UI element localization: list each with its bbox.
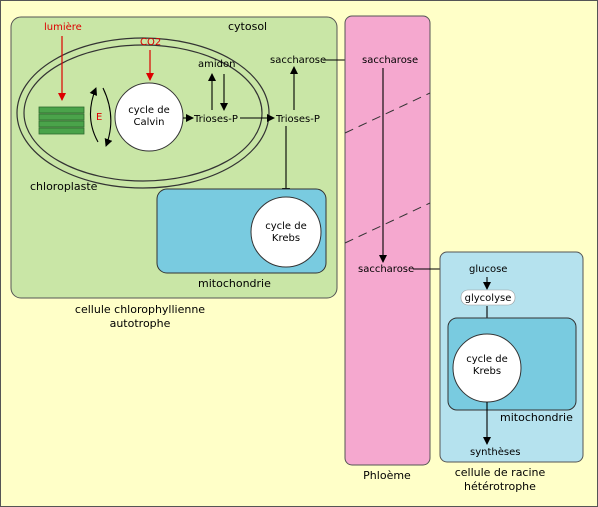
phloeme-label: Phloème	[363, 469, 411, 482]
co2-label: CO2	[140, 37, 161, 48]
krebs-cell-label-line1: cycle de	[265, 221, 307, 232]
glucose-label: glucose	[469, 264, 507, 275]
krebs-root-label-line1: cycle de	[466, 354, 508, 365]
energy-label: E	[96, 112, 102, 123]
krebs-cell-label-line2: Krebs	[272, 233, 300, 244]
phloem-divider-bottom	[344, 202, 431, 244]
root-title-line2: hétérotrophe	[464, 480, 536, 493]
thylakoid-stack	[38, 106, 85, 135]
cell-title-line2: autotrophe	[110, 317, 171, 330]
saccharose-phloem-bottom-label: saccharose	[358, 264, 414, 275]
cell-title-line1: cellule chlorophyllienne	[75, 303, 205, 316]
root-title-line1: cellule de racine	[455, 466, 546, 479]
glycolyse-label: glycolyse	[465, 293, 512, 304]
mitochondrie-cell-label: mitochondrie	[198, 277, 271, 290]
lumiere-label: lumière	[44, 21, 82, 33]
cytosol-label: cytosol	[228, 20, 267, 33]
calvin-cycle-circle	[114, 82, 184, 152]
saccharose-cell-label: saccharose	[270, 55, 326, 66]
krebs-cell-circle	[250, 196, 322, 268]
krebs-root-label-line2: Krebs	[473, 366, 501, 377]
mitochondrie-root-label: mitochondrie	[500, 411, 573, 424]
energy-arrow-down	[102, 87, 113, 147]
syntheses-label: synthèses	[470, 446, 520, 458]
trioses-p-cytosol-label: Trioses-P	[275, 114, 320, 125]
amidon-label: amidon	[198, 59, 235, 70]
phloem-tube	[344, 15, 431, 466]
calvin-label-line2: Calvin	[134, 117, 165, 128]
calvin-label-line1: cycle de	[128, 105, 170, 116]
chloroplaste-label: chloroplaste	[30, 180, 98, 193]
glycolyse-box	[460, 289, 516, 306]
saccharose-phloem-top-label: saccharose	[362, 55, 418, 66]
phloem-divider-top	[344, 92, 431, 134]
energy-arrow-up	[89, 87, 99, 143]
trioses-p-chloroplast-label: Trioses-P	[193, 114, 238, 125]
